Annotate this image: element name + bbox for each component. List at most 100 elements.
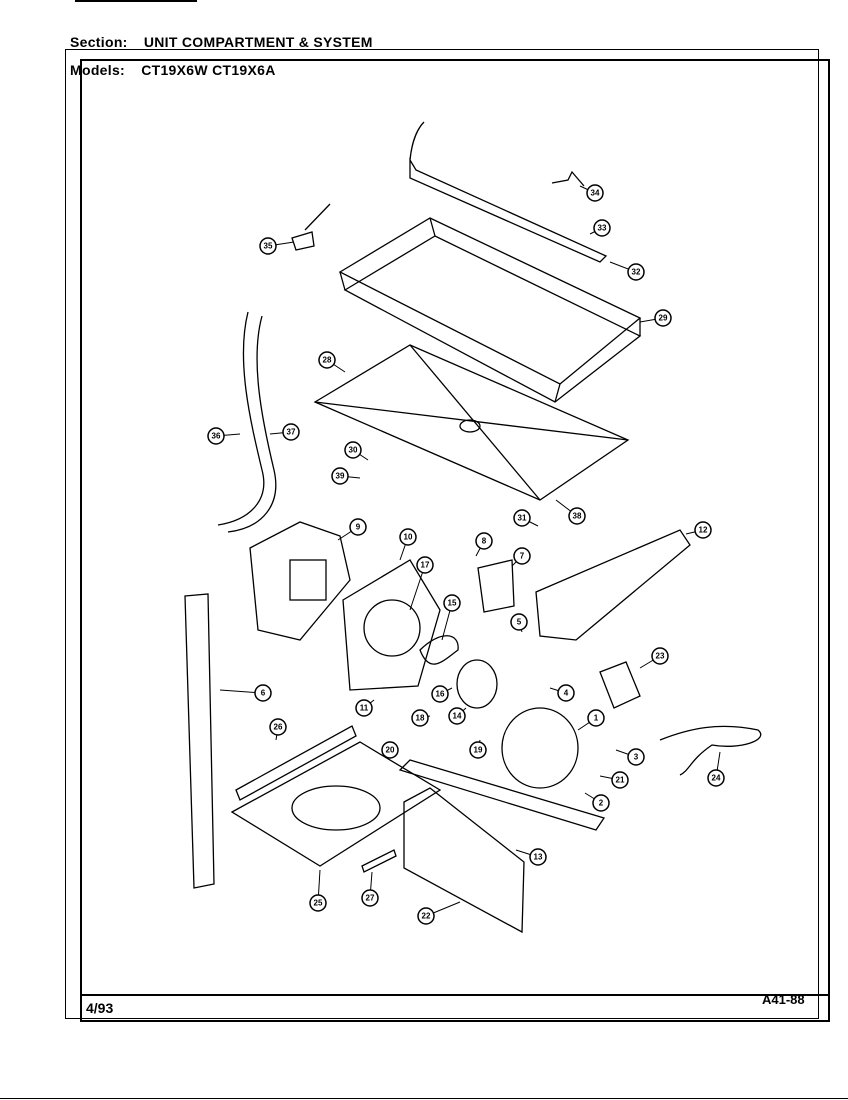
callout-number: 38 <box>573 512 582 521</box>
callout-28: 28 <box>318 351 346 373</box>
callout-number: 22 <box>422 912 431 921</box>
power-cord-part <box>659 725 762 776</box>
section-label: Section: <box>70 34 128 50</box>
callout-20: 20 <box>381 741 399 759</box>
callout-number: 35 <box>264 242 273 251</box>
callout-3: 3 <box>615 748 645 766</box>
callout-31: 31 <box>513 509 539 527</box>
callout-number: 11 <box>360 704 369 713</box>
callout-26: 26 <box>269 718 287 741</box>
callout-number: 2 <box>599 799 604 808</box>
callout-circle <box>207 427 225 445</box>
tubing-part <box>217 311 265 526</box>
callout-number: 3 <box>634 753 639 762</box>
callout-circle <box>593 219 611 237</box>
callout-19: 19 <box>469 739 487 759</box>
relay-part <box>477 559 515 613</box>
callout-circle <box>513 547 531 565</box>
callout-number: 23 <box>656 652 665 661</box>
rail-part <box>235 725 357 801</box>
callout-33: 33 <box>589 219 611 237</box>
callout-13: 13 <box>515 848 547 866</box>
cover-panel-part <box>535 529 691 641</box>
callout-circle <box>318 351 336 369</box>
callout-number: 12 <box>699 526 708 535</box>
condenser-tube-part <box>409 121 608 263</box>
callout-6: 6 <box>219 684 272 702</box>
callout-circle <box>254 684 272 702</box>
callout-number: 30 <box>349 446 358 455</box>
drain-pan-part <box>313 344 630 501</box>
bottom-rule <box>0 1098 848 1099</box>
callout-4: 4 <box>549 684 575 702</box>
callout-circle <box>309 894 327 912</box>
callout-circle <box>513 509 531 527</box>
callout-38: 38 <box>555 499 586 525</box>
callout-circle <box>417 907 435 925</box>
callout-30: 30 <box>344 441 369 461</box>
models-heading: Models: CT19X6W CT19X6A <box>70 62 276 78</box>
fan-motor-part <box>456 659 498 709</box>
page-code: A41-88 <box>762 992 805 1007</box>
callout-2: 2 <box>584 792 610 812</box>
callout-5: 5 <box>510 613 528 633</box>
callout-37: 37 <box>269 423 300 441</box>
callout-36: 36 <box>207 427 241 445</box>
callout-number: 7 <box>520 552 525 561</box>
models-label: Models: <box>70 62 125 78</box>
access-panel-part <box>403 787 525 934</box>
callout-circle <box>627 263 645 281</box>
callout-circle <box>694 521 712 539</box>
callout-circle <box>355 699 373 717</box>
callout-number: 25 <box>314 899 323 908</box>
callout-circle <box>411 709 429 727</box>
callout-number: 27 <box>366 894 375 903</box>
models-value: CT19X6W CT19X6A <box>141 62 276 78</box>
callout-8: 8 <box>475 532 493 557</box>
callout-25: 25 <box>309 869 327 912</box>
callout-number: 17 <box>421 561 430 570</box>
callout-number: 13 <box>534 853 543 862</box>
callout-circle <box>381 741 399 759</box>
fan-bracket-part <box>342 559 441 691</box>
base-pan-part <box>230 741 442 867</box>
callout-circle <box>654 309 672 327</box>
callout-circle <box>568 507 586 525</box>
callout-39: 39 <box>331 467 361 485</box>
callout-12: 12 <box>685 521 712 539</box>
fan-blade-part <box>419 635 459 665</box>
condenser-coil-fins <box>343 235 642 403</box>
callout-24: 24 <box>707 751 725 787</box>
drain-hole <box>459 419 481 433</box>
callout-circle <box>587 709 605 727</box>
callout-circle <box>431 685 449 703</box>
callout-circle <box>651 647 669 665</box>
callout-circle <box>611 771 629 789</box>
callout-number: 15 <box>448 599 457 608</box>
callout-circle <box>557 684 575 702</box>
callout-number: 32 <box>632 268 641 277</box>
callout-circle <box>269 718 287 736</box>
condenser-shroud-part <box>249 521 351 641</box>
callout-number: 21 <box>616 776 625 785</box>
callout-27: 27 <box>361 871 379 907</box>
condenser-coil-part <box>338 217 642 385</box>
callout-number: 8 <box>482 537 487 546</box>
callout-16: 16 <box>431 685 453 703</box>
callout-number: 29 <box>659 314 668 323</box>
bar-part <box>361 849 397 873</box>
callout-32: 32 <box>609 261 645 281</box>
callout-circle <box>529 848 547 866</box>
callout-23: 23 <box>639 647 669 669</box>
callout-circle <box>475 532 493 550</box>
callout-14: 14 <box>448 707 467 725</box>
footer-rule <box>80 994 830 996</box>
callout-number: 19 <box>474 746 483 755</box>
callout-7: 7 <box>511 547 531 567</box>
callout-number: 20 <box>386 746 395 755</box>
callout-circle <box>282 423 300 441</box>
callout-number: 1 <box>594 714 599 723</box>
callout-number: 34 <box>591 189 600 198</box>
callout-circle <box>344 441 362 459</box>
